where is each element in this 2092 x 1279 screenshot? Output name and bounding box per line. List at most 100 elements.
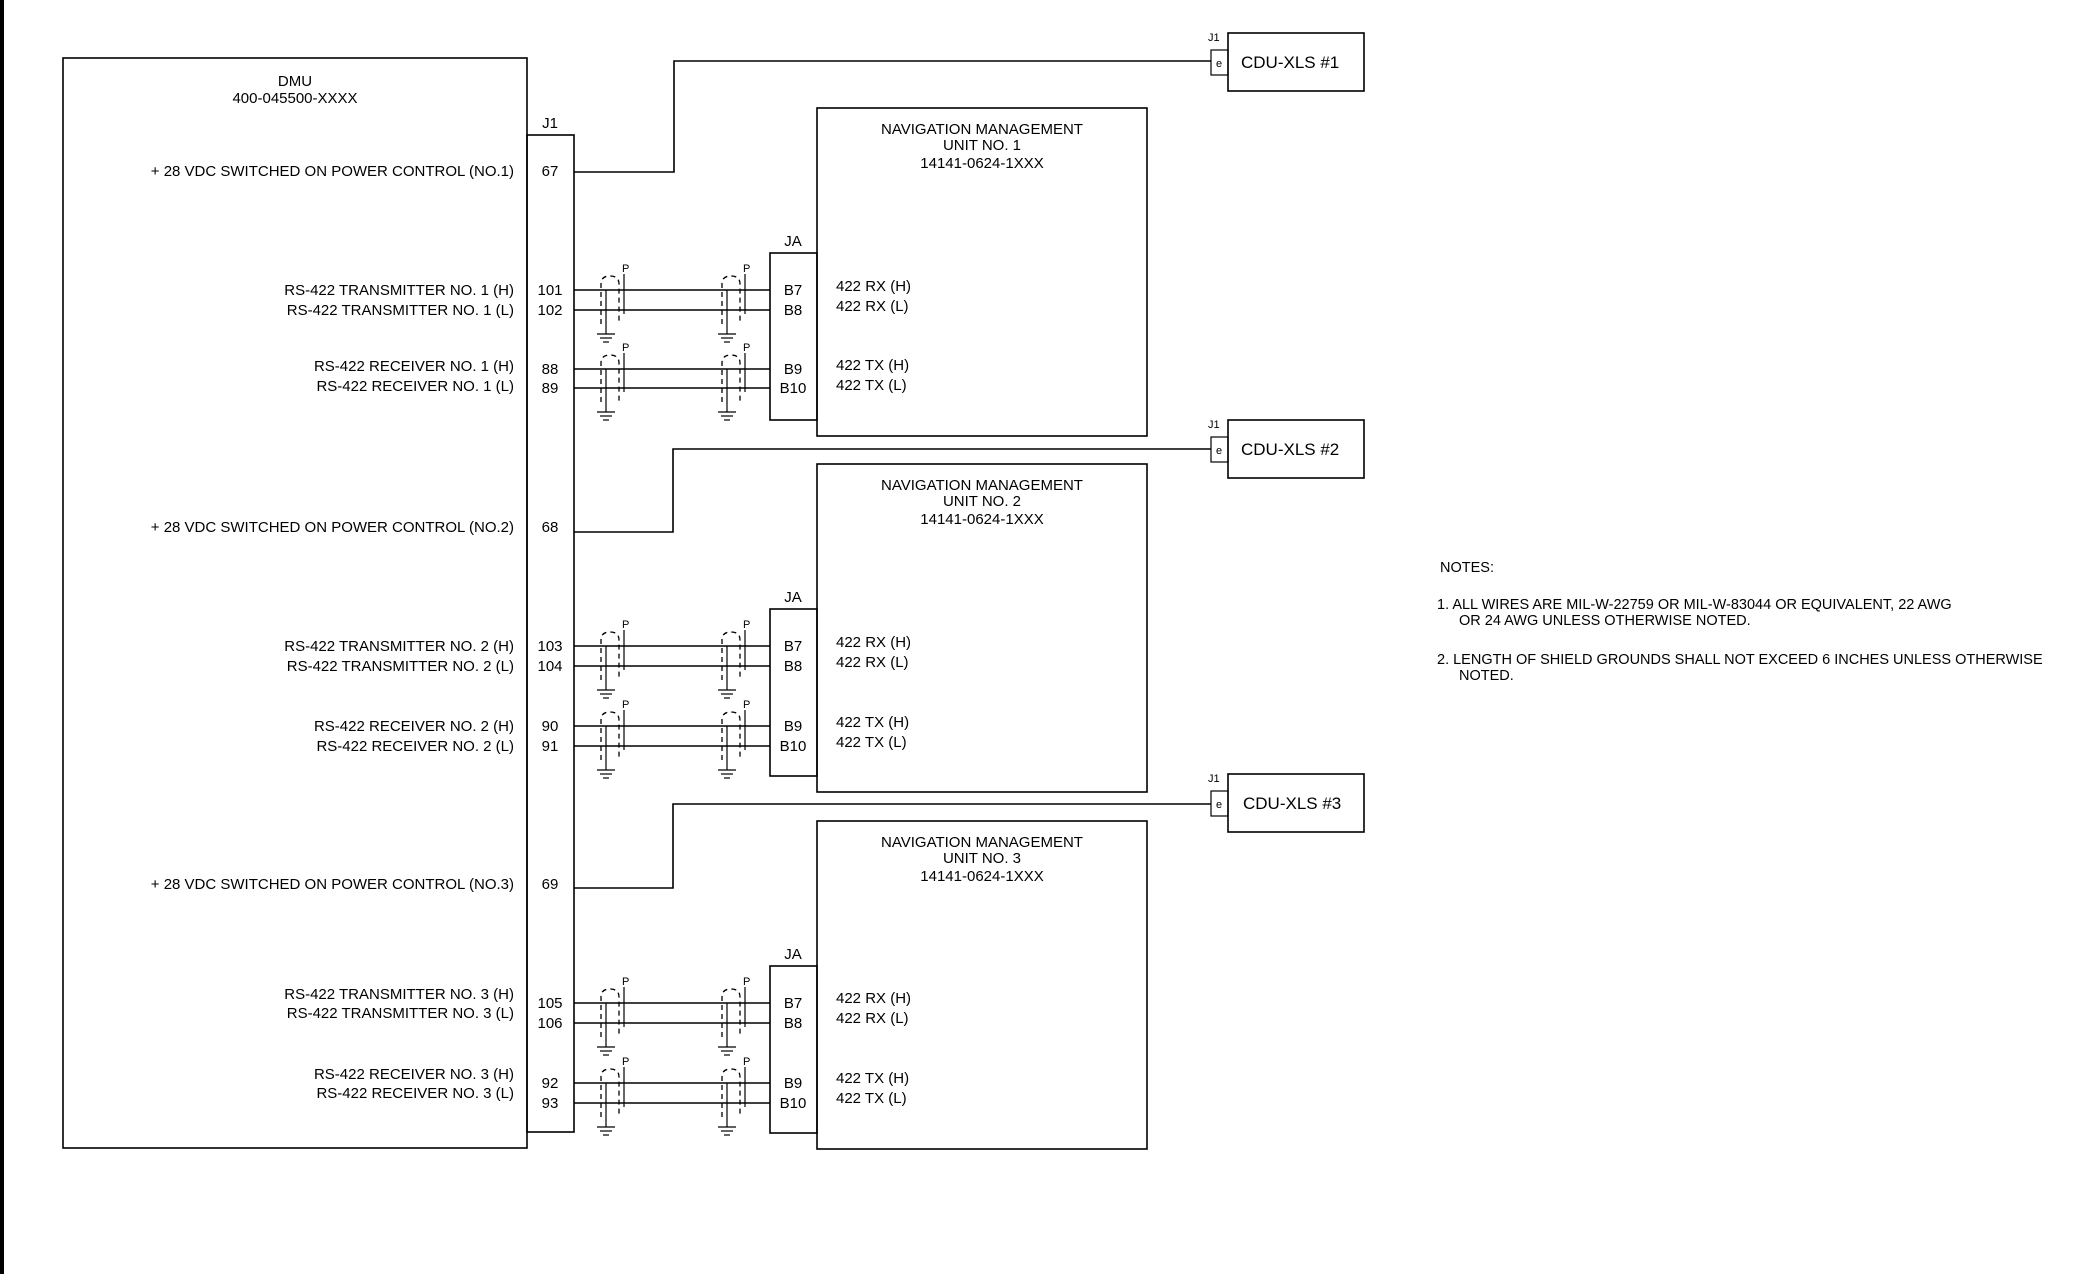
nmu-title: NAVIGATION MANAGEMENT [881, 121, 1083, 138]
nmu-signal: 422 RX (H) [836, 278, 911, 295]
nmu-unit-number: UNIT NO. 2 [943, 493, 1021, 510]
shield-label: P [622, 342, 629, 354]
dmu-signal-label: RS-422 RECEIVER NO. 2 (H) [314, 718, 514, 735]
nmu-unit: JA NAVIGATION MANAGEMENT UNIT NO. 1 1414… [769, 107, 1148, 437]
dmu-box [62, 57, 528, 1149]
nmu-signal: 422 RX (L) [836, 298, 909, 315]
nmu-signal: 422 TX (L) [836, 1090, 907, 1107]
dmu-signal-label: RS-422 TRANSMITTER NO. 2 (L) [287, 658, 514, 675]
nmu-unit: JA NAVIGATION MANAGEMENT UNIT NO. 3 1414… [769, 820, 1148, 1150]
nmu-unit-number: UNIT NO. 3 [943, 850, 1021, 867]
shield-label: P [622, 1056, 629, 1068]
nmu-signal: 422 TX (H) [836, 357, 909, 374]
dmu-signal-label: RS-422 RECEIVER NO. 1 (H) [314, 358, 514, 375]
cdu-connector-label: J1 [1208, 419, 1220, 431]
nmu-signal: 422 RX (H) [836, 990, 911, 1007]
shield-symbol [721, 631, 741, 680]
nmu-signal: 422 RX (L) [836, 1010, 909, 1027]
dmu-pin: 101 [537, 282, 562, 299]
nmu-signal: 422 RX (H) [836, 634, 911, 651]
note-2-line-1: 2. LENGTH OF SHIELD GROUNDS SHALL NOT EX… [1437, 652, 2043, 668]
dmu-signal-label: RS-422 RECEIVER NO. 3 (L) [316, 1085, 514, 1102]
nmu-pin: B8 [784, 658, 802, 675]
nmu-pin: B9 [784, 718, 802, 735]
shield-symbol [600, 631, 620, 680]
nmu-pin: B7 [784, 995, 802, 1012]
cdu-connector [1210, 49, 1229, 76]
shield-symbol [600, 711, 620, 760]
nmu-pin: B10 [780, 738, 807, 755]
shield-symbol [600, 275, 620, 324]
shield-symbol [721, 1068, 741, 1117]
dmu-pin: 102 [537, 302, 562, 319]
nmu-part-number: 14141-0624-1XXX [920, 511, 1043, 528]
dmu-part-number: 400-045500-XXXX [232, 90, 357, 107]
dmu-title: DMU [278, 73, 312, 90]
dmu-pin: 93 [542, 1095, 559, 1112]
cdu-unit: e J1 CDU-XLS #2 [1208, 419, 1365, 479]
note-2-line-2: NOTED. [1459, 668, 1514, 684]
dmu-signal-label: RS-422 TRANSMITTER NO. 2 (H) [284, 638, 514, 655]
nmu-signal: 422 RX (L) [836, 654, 909, 671]
cdu-unit: e J1 CDU-XLS #3 [1208, 773, 1365, 833]
dmu-pin: 90 [542, 718, 559, 735]
cdu-connector-label: J1 [1208, 773, 1220, 785]
cdu-connector-label: J1 [1208, 32, 1220, 44]
dmu-pin: 69 [542, 876, 559, 893]
dmu-j1-label: J1 [542, 115, 558, 132]
nmu-pin: B9 [784, 1075, 802, 1092]
power-wire-3 [574, 803, 1211, 889]
nmu-title: NAVIGATION MANAGEMENT [881, 477, 1083, 494]
shield-symbol [600, 1068, 620, 1117]
shield-label: P [743, 699, 750, 711]
dmu-signal-label: + 28 VDC SWITCHED ON POWER CONTROL (NO.2… [151, 519, 514, 536]
cdu-unit: e J1 CDU-XLS #1 [1208, 32, 1365, 92]
shield-label: P [743, 342, 750, 354]
shield-label: P [743, 263, 750, 275]
dmu-signal-label: RS-422 RECEIVER NO. 3 (H) [314, 1066, 514, 1083]
shield-label: P [622, 619, 629, 631]
cdu-pin: e [1216, 58, 1222, 70]
nmu-pin: B10 [780, 1095, 807, 1112]
shield-symbol [600, 354, 620, 402]
power-wire-2 [574, 448, 1211, 533]
nmu-pin: B7 [784, 282, 802, 299]
nmu-pin: B8 [784, 1015, 802, 1032]
dmu-signal-label: RS-422 TRANSMITTER NO. 3 (L) [287, 1005, 514, 1022]
dmu-signal-label: RS-422 RECEIVER NO. 2 (L) [316, 738, 514, 755]
dmu-pin: 68 [542, 519, 559, 536]
dmu-pin: 88 [542, 361, 559, 378]
notes-block: NOTES: 1. ALL WIRES ARE MIL-W-22759 OR M… [1437, 560, 2043, 684]
nmu-pin: B9 [784, 361, 802, 378]
shield-label: P [743, 1056, 750, 1068]
nmu-pin: B7 [784, 638, 802, 655]
cdu-pin: e [1216, 799, 1222, 811]
shield-symbol [721, 275, 741, 324]
dmu-pin: 91 [542, 738, 559, 755]
cdu-connector [1210, 790, 1229, 817]
note-1-line-1: 1. ALL WIRES ARE MIL-W-22759 OR MIL-W-83… [1437, 597, 1952, 613]
shield-symbol [600, 988, 620, 1037]
shield-label: P [743, 619, 750, 631]
shield-label: P [743, 976, 750, 988]
cdu-label: CDU-XLS #1 [1241, 53, 1339, 72]
dmu-signal-label: + 28 VDC SWITCHED ON POWER CONTROL (NO.3… [151, 876, 514, 893]
shield-label: P [622, 976, 629, 988]
dmu-signal-label: RS-422 TRANSMITTER NO. 1 (H) [284, 282, 514, 299]
shield-symbol [721, 988, 741, 1037]
dmu-pin: 103 [537, 638, 562, 655]
cdu-connector [1210, 436, 1229, 463]
dmu-pin: 106 [537, 1015, 562, 1032]
cdu-pin: e [1216, 445, 1222, 457]
cdu-label: CDU-XLS #3 [1243, 794, 1341, 813]
nmu-title: NAVIGATION MANAGEMENT [881, 834, 1083, 851]
nmu-pin: B8 [784, 302, 802, 319]
nmu-part-number: 14141-0624-1XXX [920, 155, 1043, 172]
dmu-pin: 67 [542, 163, 559, 180]
nmu-signal: 422 TX (L) [836, 734, 907, 751]
nmu-ja-label: JA [784, 589, 802, 606]
note-1-line-2: OR 24 AWG UNLESS OTHERWISE NOTED. [1459, 613, 1751, 629]
